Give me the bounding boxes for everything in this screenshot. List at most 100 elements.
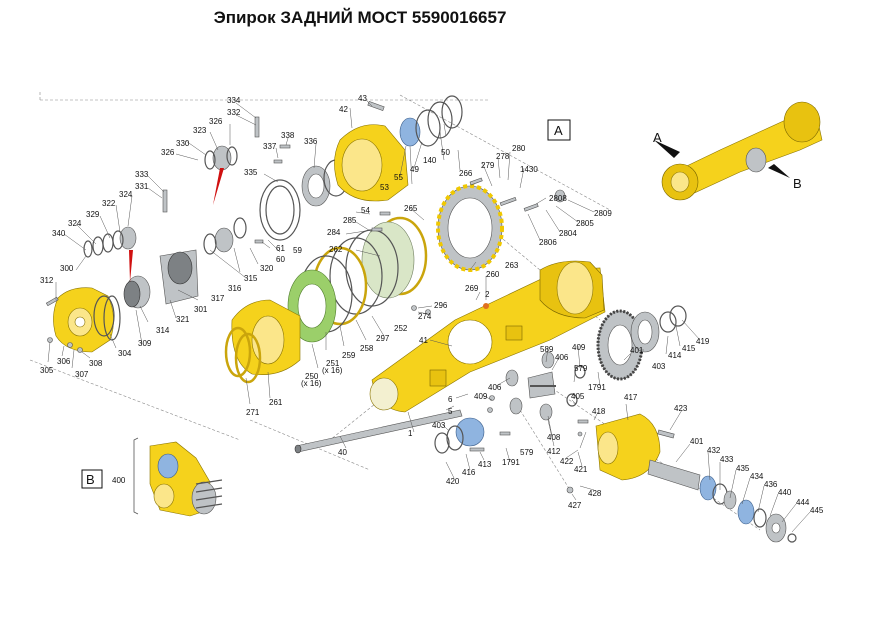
part-label: 335: [244, 168, 258, 177]
part-label: 324: [119, 190, 133, 199]
part-label: 326: [209, 117, 223, 126]
part-label: 323: [193, 126, 207, 135]
part-label: 279: [481, 161, 495, 170]
differential-group: [434, 305, 797, 543]
part-label: 406: [488, 383, 502, 392]
part-label: 269: [465, 284, 479, 293]
part-label: (x 16): [301, 379, 322, 388]
part-label: 258: [360, 344, 374, 353]
part-label: 338: [281, 131, 295, 140]
part-label: 40: [338, 448, 347, 457]
part-label: 260: [486, 270, 500, 279]
part-label: 336: [304, 137, 318, 146]
part-label: 50: [441, 148, 450, 157]
part-label: 413: [478, 460, 492, 469]
part-label: 2806: [539, 238, 557, 247]
part-label: 317: [211, 294, 225, 303]
part-label: 428: [588, 489, 602, 498]
part-label: 301: [194, 305, 208, 314]
part-label: 271: [246, 408, 260, 417]
part-label: 296: [434, 301, 448, 310]
part-label: 278: [496, 152, 510, 161]
part-label: 300: [60, 264, 74, 273]
part-label: 309: [138, 339, 152, 348]
part-label: 444: [796, 498, 810, 507]
part-label: 409: [572, 343, 586, 352]
part-label: 433: [720, 455, 734, 464]
part-label: 284: [327, 228, 341, 237]
part-label: 334: [227, 96, 241, 105]
part-label: 261: [269, 398, 283, 407]
part-label: 60: [276, 255, 285, 264]
part-label: 435: [736, 464, 750, 473]
part-label: 61: [276, 244, 285, 253]
part-label: 403: [652, 362, 666, 371]
part-label: 49: [410, 165, 419, 174]
part-label: 579: [574, 364, 588, 373]
part-label: 1791: [502, 458, 520, 467]
part-label: 340: [52, 229, 66, 238]
part-label: 434: [750, 472, 764, 481]
part-label: 436: [764, 480, 778, 489]
planet-gear-part: [123, 275, 151, 309]
box-a-frame: [547, 119, 571, 141]
part-label: 579: [520, 448, 534, 457]
bracket-label-400: 400: [112, 476, 126, 485]
part-label: 2: [485, 290, 490, 299]
part-label: 42: [339, 105, 348, 114]
part-label: 259: [342, 351, 356, 360]
part-label: 403: [432, 421, 446, 430]
view-label-a: A: [653, 130, 662, 145]
part-label: 423: [674, 404, 688, 413]
part-label: 440: [778, 488, 792, 497]
part-label: 304: [118, 349, 132, 358]
half-shaft-part: [294, 409, 463, 454]
part-label: 422: [560, 457, 574, 466]
part-label: 43: [358, 94, 367, 103]
part-label: 266: [459, 169, 473, 178]
part-label: 321: [176, 315, 190, 324]
part-label: 263: [505, 261, 519, 270]
part-label: 1: [408, 429, 413, 438]
part-label: 408: [547, 433, 561, 442]
part-label: 414: [668, 351, 682, 360]
part-label: 329: [86, 210, 100, 219]
box-label-b: B: [86, 472, 95, 487]
part-label: 2805: [576, 219, 594, 228]
part-number-labels: 334 332 326 323 330 326 338 337 336 335 …: [40, 94, 824, 515]
part-label: 1791: [588, 383, 606, 392]
wheel-hub-housing-part: [334, 95, 463, 202]
part-label: 265: [404, 204, 418, 213]
part-label: 306: [57, 357, 71, 366]
part-label: 262: [329, 245, 343, 254]
part-label: 59: [293, 246, 302, 255]
part-label: 285: [343, 216, 357, 225]
axle-overview-thumbnail: [654, 101, 823, 201]
part-label: 432: [707, 446, 721, 455]
part-label: 2804: [559, 229, 577, 238]
part-label: 1430: [520, 165, 538, 174]
part-label: 251: [326, 359, 340, 368]
part-label: 589: [540, 345, 554, 354]
detail-b-group: [81, 437, 223, 517]
part-label: 333: [135, 170, 149, 179]
part-label: 322: [102, 199, 116, 208]
part-label: 274: [418, 312, 432, 321]
part-label: 316: [228, 284, 242, 293]
part-label: 421: [574, 465, 588, 474]
part-label: 250: [305, 372, 319, 381]
part-label: 53: [380, 183, 389, 192]
part-label: 252: [394, 324, 408, 333]
part-label: 315: [244, 274, 258, 283]
part-label: 280: [512, 144, 526, 153]
box-label-a: A: [554, 123, 563, 138]
part-label: 445: [810, 506, 824, 515]
leader-lines: [47, 99, 811, 533]
brake-pack-group: [224, 177, 566, 384]
part-label: 2808: [549, 194, 567, 203]
part-label: 305: [40, 366, 54, 375]
part-label: 297: [376, 334, 390, 343]
part-label: 330: [176, 139, 190, 148]
part-label: 409: [474, 392, 488, 401]
